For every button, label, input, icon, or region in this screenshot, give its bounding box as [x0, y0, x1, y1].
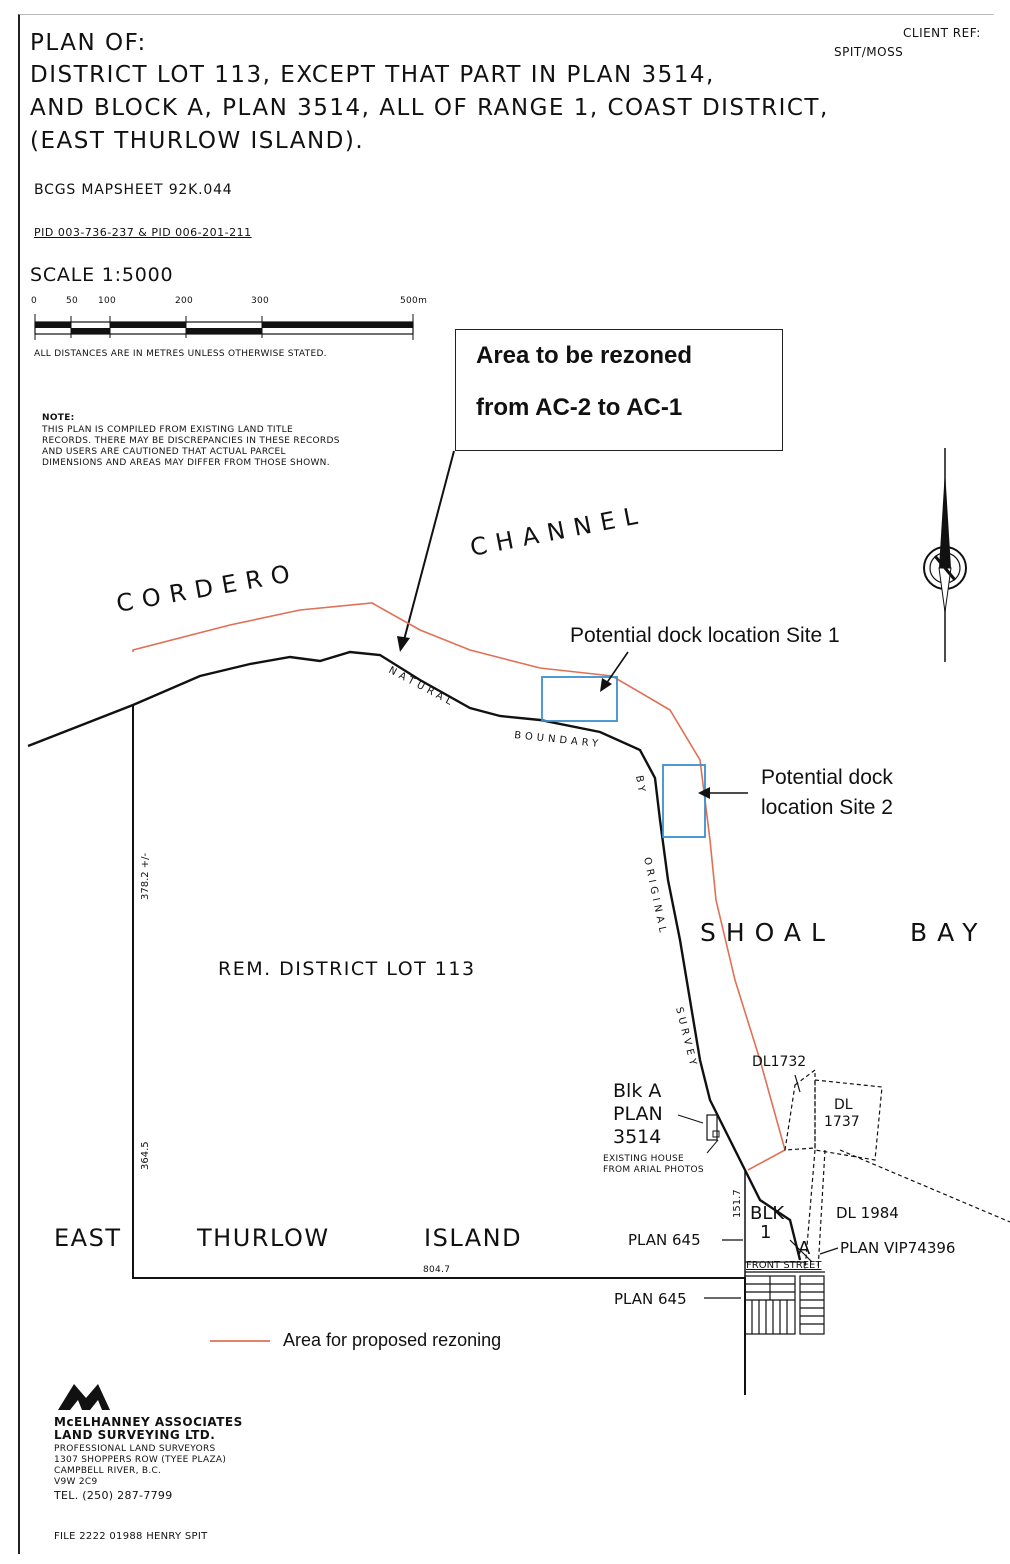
blk1-label-line2: 1 [760, 1222, 772, 1243]
legend-label: Area for proposed rezoning [283, 1330, 502, 1350]
dl1984-label: DL 1984 [836, 1204, 899, 1222]
blk-a-small-label: A [798, 1238, 811, 1259]
water-label-shoal: SHOAL [700, 918, 835, 947]
company-logo [58, 1384, 110, 1410]
boundary-text-natural: NATURAL [387, 665, 457, 709]
blk1-label-line1: BLK [750, 1203, 785, 1224]
company-line: PROFESSIONAL LAND SURVEYORS [54, 1444, 216, 1454]
house-note-line1: EXISTING HOUSE [603, 1154, 684, 1164]
water-label-channel: CHANNEL [468, 500, 649, 562]
note-line: DIMENSIONS AND AREAS MAY DIFFER FROM THO… [42, 458, 330, 468]
boundary-text-by: BY [633, 775, 647, 797]
mapsheet-label: BCGS MAPSHEET 92K.044 [34, 182, 233, 198]
dim-bottom: 804.7 [423, 1265, 451, 1275]
vip-plan-label: PLAN VIP74396 [840, 1239, 956, 1257]
scale-tick-50: 50 [66, 296, 79, 306]
dock-site-2 [662, 764, 706, 838]
scale-note: ALL DISTANCES ARE IN METRES UNLESS OTHER… [34, 349, 327, 359]
plan-title-line4: (EAST THURLOW ISLAND). [30, 128, 365, 154]
scale-tick-0: 0 [31, 296, 38, 306]
dock-site-2-label-line2: location Site 2 [761, 796, 893, 819]
dl-parcels [784, 1068, 1010, 1271]
company-phone: TEL. (250) 287-7799 [54, 1489, 173, 1502]
note-line: AND USERS ARE CAUTIONED THAT ACTUAL PARC… [42, 447, 286, 457]
boundary-text-original: ORIGINAL [641, 856, 668, 937]
natural-boundary [27, 650, 802, 1261]
boundary-text-boundary: BOUNDARY [514, 730, 603, 750]
plan645-label-1: PLAN 645 [628, 1231, 701, 1249]
scale-tick-300: 300 [251, 296, 270, 306]
rezoning-boundary [132, 602, 786, 1171]
client-ref-label: CLIENT REF: [903, 26, 981, 40]
pid-label: PID 003-736-237 & PID 006-201-211 [34, 226, 252, 239]
north-arrow-icon [923, 448, 967, 662]
company-name-line1: McELHANNEY ASSOCIATES [54, 1415, 243, 1429]
blk-a-line2: PLAN [613, 1103, 663, 1125]
dim-left-top: 378.2 +/- [140, 852, 151, 900]
existing-house-marker [706, 1114, 718, 1141]
plan-title-line1: PLAN OF: [30, 30, 147, 56]
company-line: 1307 SHOPPERS ROW (TYEE PLAZA) [54, 1455, 227, 1465]
water-label-bay: BAY [910, 918, 988, 947]
dock-arrow-2 [698, 787, 748, 799]
map-frame [18, 14, 994, 1554]
plan-title-line2: DISTRICT LOT 113, EXCEPT THAT PART IN PL… [30, 62, 715, 88]
rem-lot-label: REM. DISTRICT LOT 113 [218, 958, 476, 980]
callout-line1: Area to be rezoned [476, 342, 693, 369]
scale-bar [34, 314, 414, 340]
scale-tick-500m: 500m [400, 296, 428, 306]
dock-site-2-label-line1: Potential dock [761, 766, 893, 789]
island-label-thurlow: THURLOW [197, 1224, 330, 1252]
company-line: V9W 2C9 [54, 1477, 98, 1487]
company-name-line2: LAND SURVEYING LTD. [54, 1428, 216, 1442]
dock-site-1 [541, 676, 618, 722]
plan-leaders [704, 1074, 839, 1299]
client-ref-value: SPIT/MOSS [834, 45, 904, 59]
note-heading: NOTE: [42, 413, 75, 423]
note-line: RECORDS. THERE MAY BE DISCREPANCIES IN T… [42, 436, 340, 446]
scale-label: SCALE 1:5000 [30, 264, 174, 286]
dl1737-label-line2: 1737 [824, 1114, 860, 1130]
scale-tick-100: 100 [98, 296, 117, 306]
rezoning-callout: Area to be rezoned from AC-2 to AC-1 [455, 329, 783, 451]
blk-a-line3: 3514 [613, 1126, 662, 1148]
callout-line2: from AC-2 to AC-1 [476, 394, 683, 421]
water-label-cordero: CORDERO [114, 558, 301, 618]
water-labels: CORDERO CHANNEL [114, 500, 648, 618]
plan645-label-2: PLAN 645 [614, 1290, 687, 1308]
note-line: THIS PLAN IS COMPILED FROM EXISTING LAND… [42, 425, 293, 435]
island-label-island: ISLAND [424, 1224, 523, 1252]
plan-645-lots [744, 1275, 825, 1335]
plan-title-line3: AND BLOCK A, PLAN 3514, ALL OF RANGE 1, … [30, 95, 829, 121]
dim-blk: 151.7 [732, 1189, 743, 1218]
lot-boundary [132, 705, 746, 1395]
dimension-labels: 378.2 +/- 364.5 151.7 [140, 852, 743, 1218]
house-note-line2: FROM ARIAL PHOTOS [603, 1165, 704, 1175]
blk-a-line1: Blk A [613, 1080, 662, 1102]
scale-tick-200: 200 [175, 296, 194, 306]
dock-arrow-1 [600, 651, 629, 692]
front-street-label: FRONT STREET [746, 1260, 822, 1271]
company-line: CAMPBELL RIVER, B.C. [54, 1466, 162, 1476]
island-label-east: EAST [54, 1224, 122, 1252]
dl1732-label: DL1732 [752, 1054, 807, 1070]
file-label: FILE 2222 01988 HENRY SPIT [54, 1531, 208, 1542]
blk-1-parcel [744, 1170, 825, 1278]
dock-site-1-label: Potential dock location Site 1 [570, 624, 840, 647]
boundary-text: NATURAL BOUNDARY BY ORIGINAL SURVEY [387, 665, 699, 1070]
dim-left-bottom: 364.5 [140, 1141, 151, 1170]
dl1737-label-line1: DL [834, 1097, 853, 1113]
callout-arrow [397, 450, 455, 652]
